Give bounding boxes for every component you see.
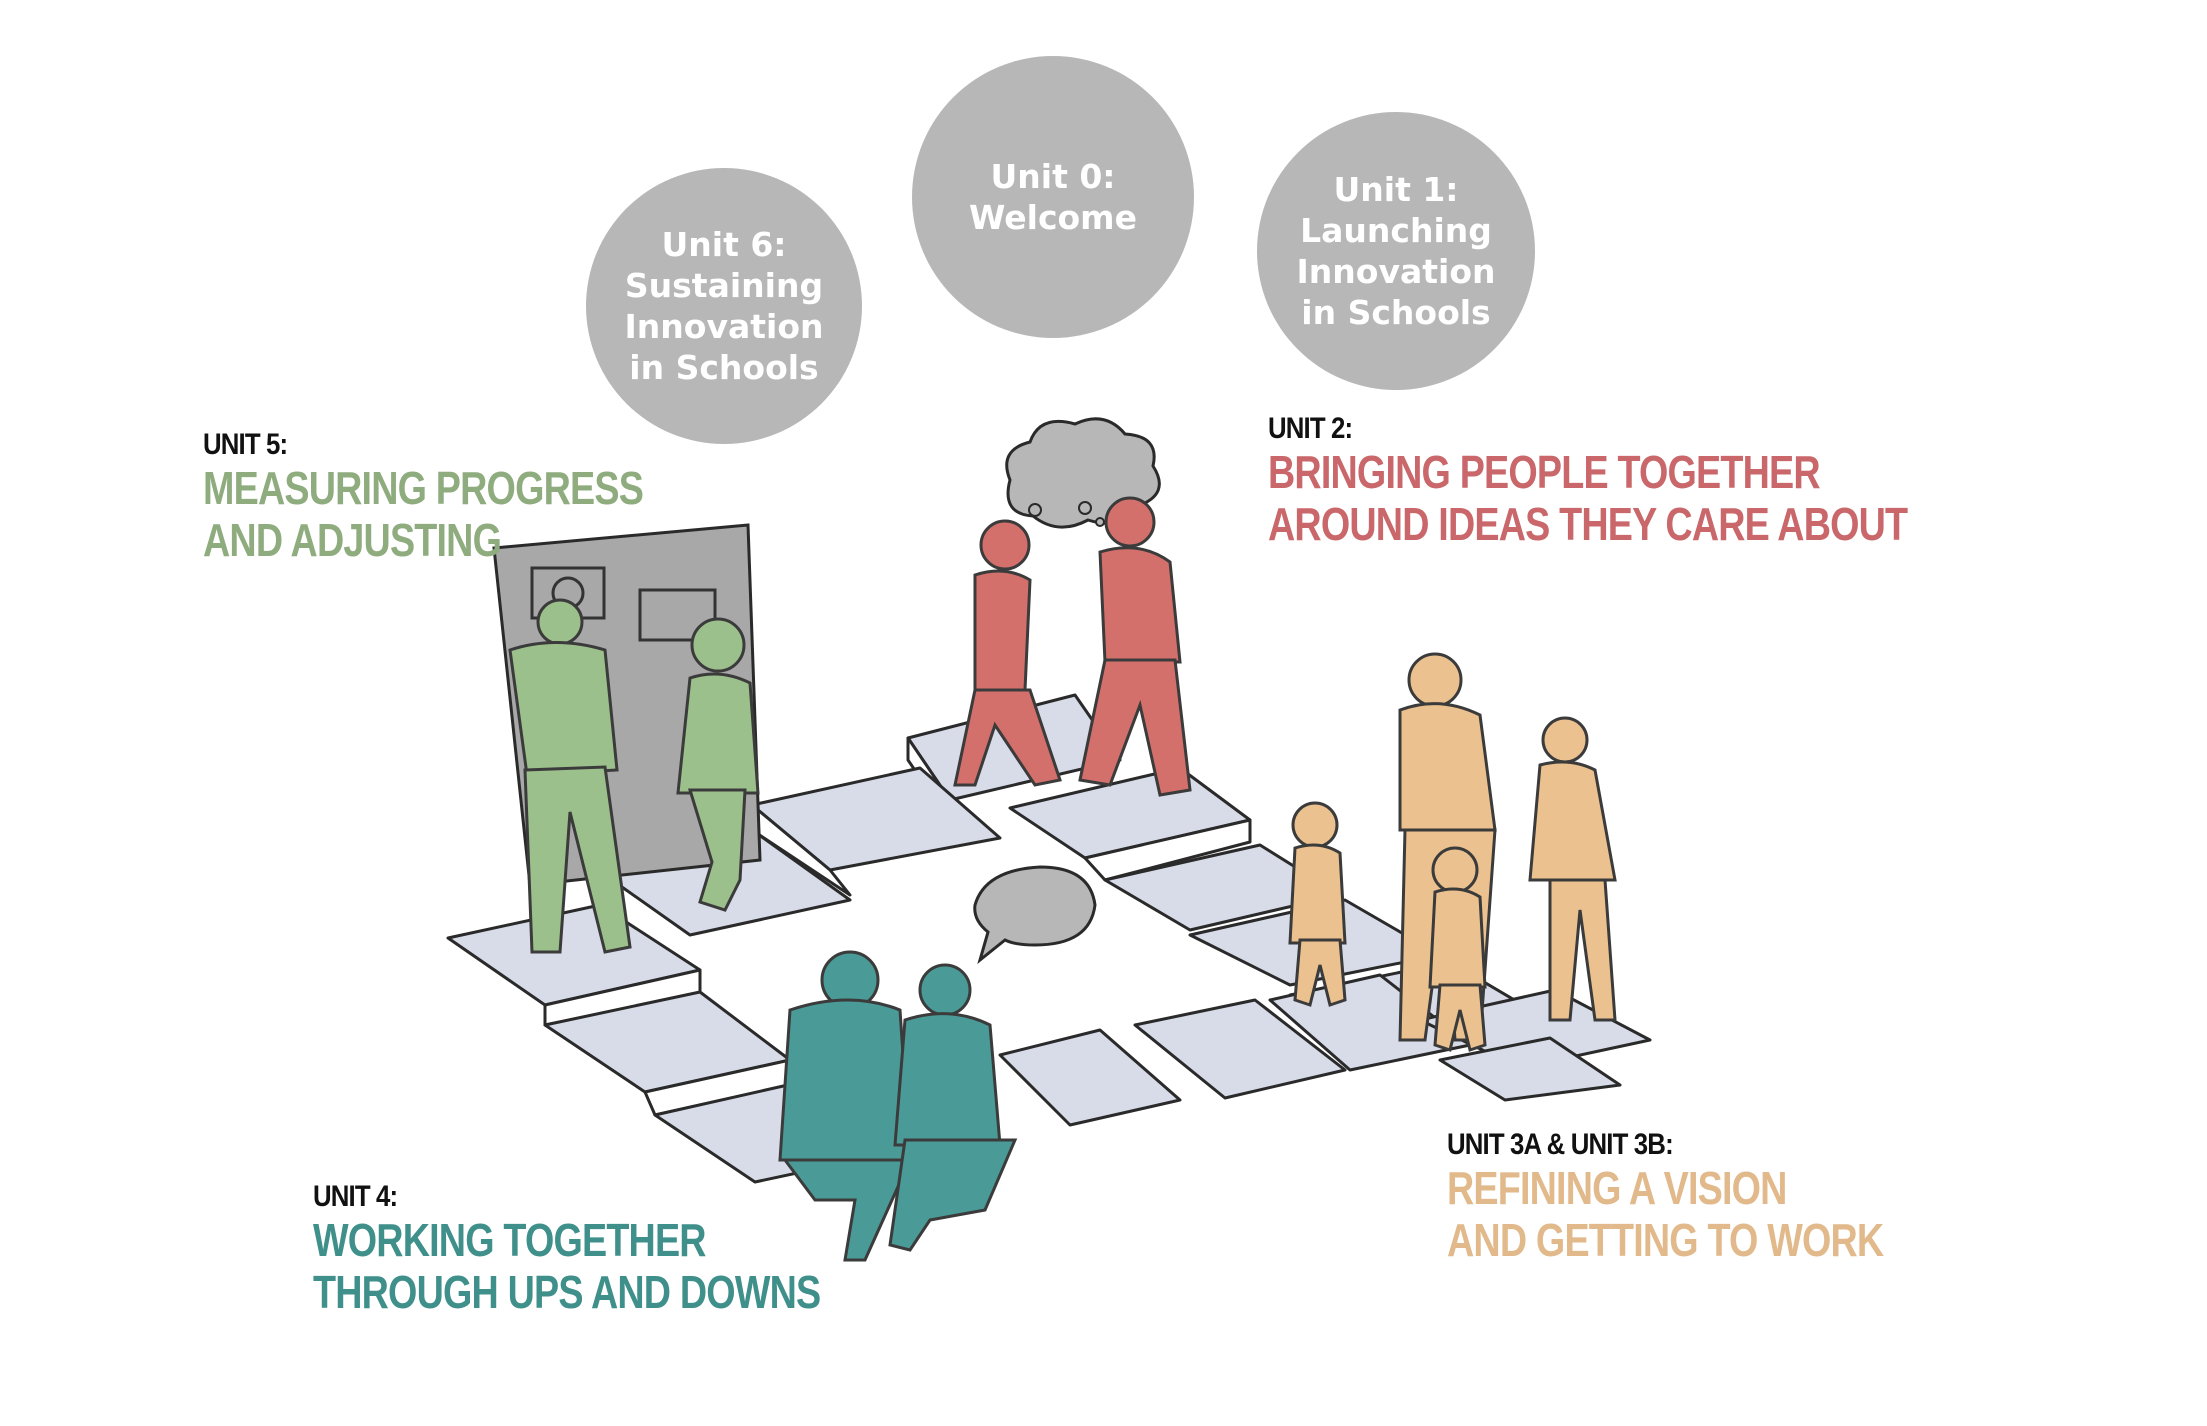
- person-legs: [1433, 983, 1487, 1052]
- unit-6-bubble: Unit 6: Sustaining Innovation in Schools: [586, 168, 862, 444]
- unit-2-title: BRINGING PEOPLE TOGETHER AROUND IDEAS TH…: [1268, 446, 1908, 550]
- thought-dot: [1028, 503, 1042, 517]
- speech-bubble: [973, 865, 1097, 965]
- path-step: [1133, 998, 1347, 1100]
- person-body: [1428, 887, 1487, 989]
- person-legs: [888, 1138, 1018, 1252]
- unit-5-title: MEASURING PROGRESS AND ADJUSTING: [203, 462, 644, 566]
- person-head: [979, 519, 1031, 571]
- unit-4-title: WORKING TOGETHER THROUGH UPS AND DOWNS: [313, 1214, 821, 1318]
- person-body: [778, 998, 912, 1162]
- path-step: [998, 1028, 1182, 1127]
- unit-2-caption: UNIT 2: BRINGING PEOPLE TOGETHER AROUND …: [1268, 412, 2048, 550]
- path-step: [1438, 1036, 1622, 1102]
- unit-4-people: [778, 950, 1018, 1262]
- person-head: [1407, 652, 1463, 708]
- person-body: [676, 672, 760, 795]
- person-legs: [1293, 938, 1347, 1007]
- thought-dot: [1095, 517, 1105, 527]
- unit-1-bubble: Unit 1: Launching Innovation in Schools: [1257, 112, 1535, 390]
- person-head: [690, 617, 746, 673]
- unit-3-people: [1288, 652, 1617, 1052]
- person-body: [893, 1012, 1002, 1147]
- path-step: [1083, 818, 1252, 882]
- unit-2-people: [953, 496, 1192, 797]
- unit-5-caption: UNIT 5: MEASURING PROGRESS AND ADJUSTING: [203, 428, 740, 566]
- unit-5-people: [508, 598, 760, 954]
- person-body: [973, 569, 1032, 692]
- unit-6-bubble-text: Unit 6: Sustaining Innovation in Schools: [624, 225, 824, 387]
- unit-5-label: UNIT 5:: [203, 428, 288, 461]
- person-body: [1288, 843, 1347, 945]
- person-legs: [1078, 658, 1192, 797]
- unit-2-label: UNIT 2:: [1268, 412, 1353, 445]
- person-head: [918, 963, 972, 1017]
- unit-3-label: UNIT 3A & UNIT 3B:: [1447, 1128, 1674, 1161]
- whiteboard-note: [638, 588, 717, 642]
- person-body: [508, 641, 619, 777]
- person-head: [1541, 716, 1589, 764]
- person-legs: [687, 788, 747, 912]
- unit-1-bubble-text: Unit 1: Launching Innovation in Schools: [1296, 170, 1496, 332]
- person-body: [1528, 760, 1617, 882]
- unit-0-bubble: Unit 0: Welcome: [912, 56, 1194, 338]
- person-legs: [1548, 878, 1617, 1022]
- unit-3-caption: UNIT 3A & UNIT 3B: REFINING A VISION AND…: [1447, 1128, 1979, 1266]
- unit-4-caption: UNIT 4: WORKING TOGETHER THROUGH UPS AND…: [313, 1180, 932, 1318]
- thought-dot: [1078, 501, 1092, 515]
- person-legs: [953, 688, 1062, 787]
- person-head: [536, 598, 584, 646]
- person-head: [1431, 846, 1479, 894]
- unit-4-label: UNIT 4:: [313, 1180, 398, 1213]
- person-head: [1104, 496, 1156, 548]
- unit-3-title: REFINING A VISION AND GETTING TO WORK: [1447, 1162, 1884, 1266]
- person-legs: [523, 765, 632, 954]
- person-head: [1291, 801, 1339, 849]
- person-body: [1098, 546, 1182, 664]
- unit-0-bubble-text: Unit 0: Welcome: [969, 157, 1137, 237]
- person-body: [1398, 702, 1497, 832]
